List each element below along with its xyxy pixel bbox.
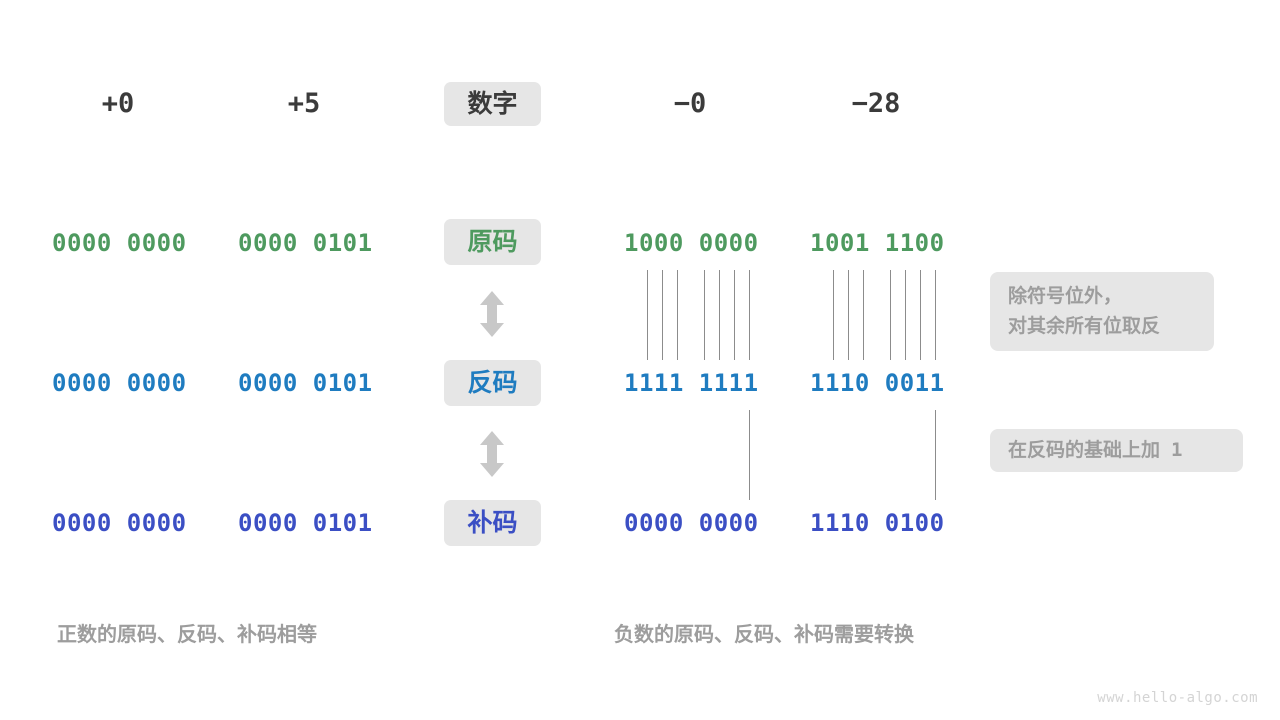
twos-complement-value-plus-zero: 0000 0000 — [52, 509, 187, 537]
bit-connector-line — [734, 270, 735, 360]
lsb-connector-line — [935, 410, 936, 500]
lsb-connector-line — [749, 410, 750, 500]
bit-connector-line — [848, 270, 849, 360]
watermark: www.hello-algo.com — [1097, 690, 1258, 706]
ones-complement-value-minus-twentyeight: 1110 0011 — [810, 369, 945, 397]
note-invert-bits-line1: 除符号位外， — [1008, 286, 1123, 308]
bit-connector-line — [905, 270, 906, 360]
caption-negative: 负数的原码、反码、补码需要转换 — [614, 624, 914, 646]
column-header-minus-zero: −0 — [673, 88, 707, 119]
sign-magnitude-value-minus-twentyeight: 1001 1100 — [810, 229, 945, 257]
bit-connector-line — [677, 270, 678, 360]
row-header-chip-number: 数字 — [444, 82, 541, 126]
note-add-one: 在反码的基础上加 1 — [990, 429, 1243, 472]
sign-magnitude-value-plus-five: 0000 0101 — [238, 229, 373, 257]
ones-complement-value-plus-five: 0000 0101 — [238, 369, 373, 397]
bit-connector-line — [890, 270, 891, 360]
column-header-plus-zero: +0 — [101, 88, 135, 119]
row-label-chip-twos-complement: 补码 — [444, 500, 541, 546]
bit-connector-line — [647, 270, 648, 360]
bit-connector-line — [749, 270, 750, 360]
bit-connector-line — [719, 270, 720, 360]
sign-magnitude-value-plus-zero: 0000 0000 — [52, 229, 187, 257]
caption-positive: 正数的原码、反码、补码相等 — [57, 624, 317, 646]
bit-connector-line — [833, 270, 834, 360]
up-down-arrow-icon-ones-to-twos — [479, 431, 505, 477]
note-add-one-text: 在反码的基础上加 — [1008, 439, 1161, 461]
twos-complement-value-minus-twentyeight: 1110 0100 — [810, 509, 945, 537]
bit-connector-line — [863, 270, 864, 360]
note-invert-bits: 除符号位外， 对其余所有位取反 — [990, 272, 1214, 351]
row-label-chip-sign-magnitude: 原码 — [444, 219, 541, 265]
ones-complement-value-plus-zero: 0000 0000 — [52, 369, 187, 397]
ones-complement-value-minus-zero: 1111 1111 — [624, 369, 759, 397]
up-down-arrow-icon-sign-to-ones — [479, 291, 505, 337]
note-add-one-value: 1 — [1171, 438, 1183, 461]
twos-complement-value-minus-zero: 0000 0000 — [624, 509, 759, 537]
note-invert-bits-line2: 对其余所有位取反 — [1008, 315, 1161, 337]
bit-connector-line — [704, 270, 705, 360]
column-header-minus-twentyeight: −28 — [851, 88, 901, 119]
bit-connector-line — [920, 270, 921, 360]
bit-connector-line — [662, 270, 663, 360]
sign-magnitude-value-minus-zero: 1000 0000 — [624, 229, 759, 257]
bit-connector-line — [935, 270, 936, 360]
twos-complement-value-plus-five: 0000 0101 — [238, 509, 373, 537]
row-label-chip-ones-complement: 反码 — [444, 360, 541, 406]
column-header-plus-five: +5 — [287, 88, 321, 119]
